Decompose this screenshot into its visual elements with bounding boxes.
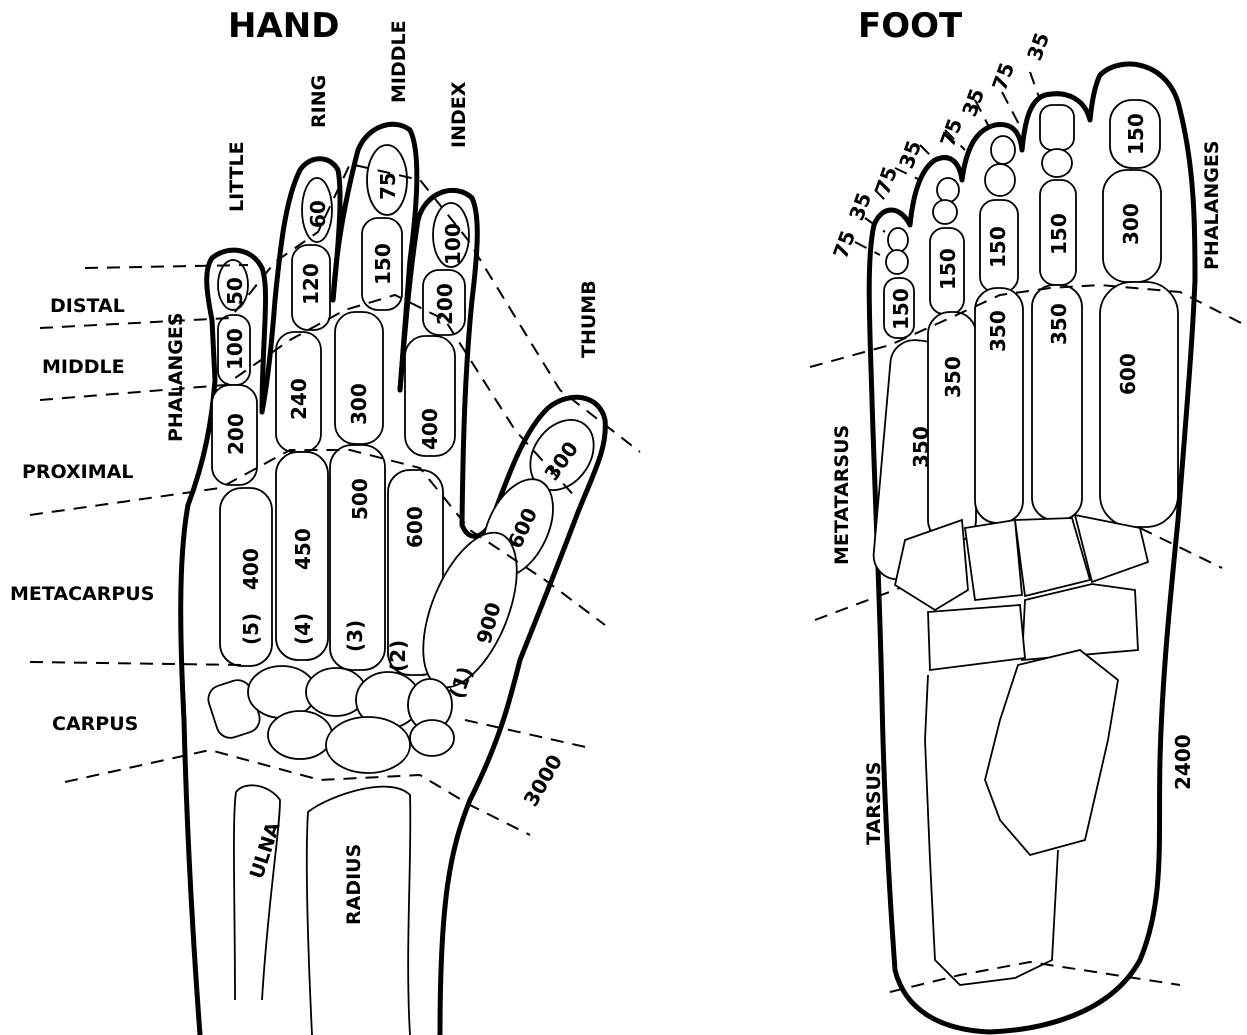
value-little-distal: 50 — [223, 277, 247, 305]
value-metatarsal-1: 600 — [1116, 353, 1140, 395]
label-middle: MIDDLE — [42, 356, 125, 378]
value-metatarsal-2: 350 — [1047, 303, 1071, 345]
foot-title: FOOT — [858, 6, 963, 46]
finger-label-thumb: THUMB — [578, 280, 600, 358]
value-toe2-b: 35 — [1022, 29, 1054, 63]
label-tarsus: TARSUS — [863, 761, 885, 845]
value-tarsus: 2400 — [1171, 734, 1195, 790]
value-index-middle: 200 — [433, 283, 457, 325]
metatarsal-4 — [928, 312, 976, 542]
metacarpal-number-3: (3) — [343, 620, 367, 652]
toe2-middle-bone — [1042, 149, 1072, 177]
finger-label-ring: RING — [308, 75, 330, 128]
toe4-middle-bone — [933, 200, 957, 224]
value-toe5-a: 75 — [828, 227, 860, 261]
ulna-bone — [234, 785, 280, 1000]
label-radius: RADIUS — [343, 844, 365, 925]
tarsal-bone — [1022, 584, 1138, 660]
value-little-middle: 100 — [223, 328, 247, 370]
value-toe2-a: 75 — [987, 59, 1019, 93]
value-metacarpal-3: 500 — [348, 478, 372, 520]
toe2-distal-bone — [1040, 105, 1074, 150]
label-metacarpus: METACARPUS — [10, 583, 154, 605]
finger-label-little: LITTLE — [226, 141, 248, 212]
toe5-distal-bone — [888, 228, 908, 252]
value-toe4-b: 35 — [894, 137, 926, 171]
label-proximal: PROXIMAL — [22, 461, 133, 483]
value-toe3-b: 35 — [957, 85, 989, 119]
hand-title: HAND — [228, 6, 339, 46]
tarsal-bone — [965, 520, 1022, 600]
value-little-proximal: 200 — [224, 413, 248, 455]
value-toe5-proximal: 150 — [889, 288, 913, 330]
finger-label-index: INDEX — [448, 81, 470, 148]
toe4-distal-bone — [937, 178, 959, 202]
carpal-bone — [326, 717, 410, 773]
value-toe2-proximal: 150 — [1047, 213, 1071, 255]
label-phalanges-foot: PHALANGES — [1201, 140, 1223, 270]
label-metatarsus: METATARSUS — [831, 425, 853, 565]
value-middle-distal: 75 — [376, 172, 400, 200]
toe3-distal-bone — [991, 136, 1015, 164]
value-toe5-b: 35 — [844, 189, 876, 223]
guide-line — [855, 242, 880, 255]
value-big-toe-proximal: 300 — [1119, 203, 1143, 245]
guide-line — [1140, 528, 1222, 568]
value-middle-proximal: 300 — [347, 383, 371, 425]
metacarpal-number-4: (4) — [291, 613, 315, 645]
hand-drawing: HAND LITTLE RING MIDDLE INDEX THUMB DIST… — [10, 6, 640, 1035]
value-carpus: 3000 — [519, 750, 568, 810]
guide-line — [815, 588, 900, 620]
value-ring-distal: 60 — [306, 200, 330, 228]
guide-line — [810, 285, 1245, 367]
value-metacarpal-5: 400 — [239, 548, 263, 590]
value-index-proximal: 400 — [418, 408, 442, 450]
metacarpal-number-5: (5) — [239, 613, 263, 645]
label-phalanges-hand: PHALANGES — [165, 312, 187, 442]
metatarsal-1 — [1100, 282, 1178, 527]
tarsal-bone — [928, 605, 1025, 670]
carpal-bone — [410, 720, 454, 756]
value-metacarpal-4: 450 — [291, 528, 315, 570]
value-metatarsal-3: 350 — [986, 310, 1010, 352]
guide-line — [465, 720, 590, 748]
value-toe4-proximal: 150 — [936, 248, 960, 290]
value-metatarsal-5: 350 — [909, 426, 933, 468]
toe3-middle-bone — [985, 164, 1015, 196]
guide-line — [1030, 72, 1040, 100]
finger-label-middle: MIDDLE — [388, 20, 410, 103]
label-ulna: ULNA — [246, 819, 285, 881]
value-metatarsal-4: 350 — [941, 356, 965, 398]
label-carpus: CARPUS — [52, 713, 138, 735]
foot-drawing: FOOT PHALANGES METATARSUS TARSUS 75 35 1… — [810, 6, 1245, 1032]
value-middle-middle: 150 — [371, 243, 395, 285]
toe5-middle-bone — [886, 250, 908, 274]
value-ring-proximal: 240 — [287, 378, 311, 420]
value-toe3-a: 75 — [935, 115, 967, 149]
talus-bone — [985, 650, 1118, 855]
value-metacarpal-2: 600 — [403, 506, 427, 548]
label-distal: DISTAL — [50, 295, 125, 317]
value-index-distal: 100 — [441, 223, 465, 265]
metacarpal-number-2: (2) — [386, 640, 410, 672]
guide-line — [30, 662, 245, 665]
value-toe3-proximal: 150 — [986, 226, 1010, 268]
value-ring-middle: 120 — [299, 263, 323, 305]
value-big-toe-distal: 150 — [1124, 113, 1148, 155]
carpal-bone — [268, 711, 332, 759]
